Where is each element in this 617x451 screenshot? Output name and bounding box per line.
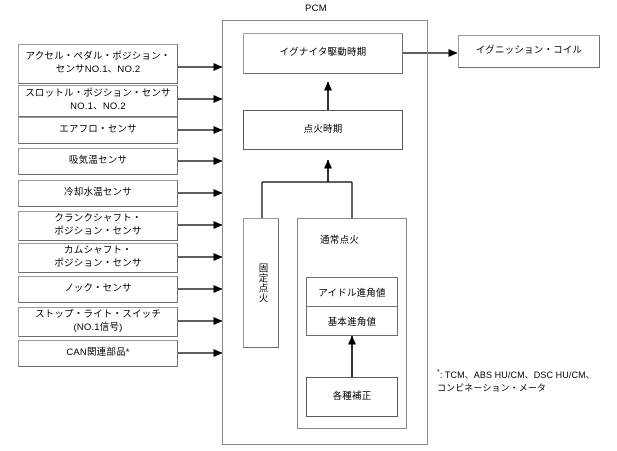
input-box-stop-light-switch[interactable]: ストップ・ライト・スイッチ (NO.1信号)	[18, 307, 178, 337]
normal-ignition-label: 通常点火	[320, 235, 360, 246]
pcm-block-various-corrections[interactable]: 各種補正	[306, 377, 398, 417]
input-box-intake-air-temperature-sensor[interactable]: 吸気温センサ	[18, 148, 178, 175]
footnote-marker: *	[437, 369, 440, 377]
advance-value-stack: アイドル進角値 基本進角値	[306, 277, 398, 336]
input-box-airflow-sensor[interactable]: エアフロ・センサ	[18, 117, 178, 144]
footnote-text: : TCM、ABS HU/CM、DSC HU/CM、 コンビネーション・メータ	[437, 370, 595, 394]
pcm-container	[222, 20, 428, 445]
pcm-block-idle-advance-value[interactable]: アイドル進角値	[318, 288, 386, 299]
pcm-block-basic-advance-value[interactable]: 基本進角値	[307, 306, 397, 335]
input-box-can-related-parts[interactable]: CAN関連部品*	[18, 340, 178, 367]
fixed-ignition-label: 固定点火	[256, 263, 268, 303]
input-box-throttle-position-sensor[interactable]: スロットル・ポジション・センサ NO.1、NO.2	[18, 85, 178, 117]
input-box-camshaft-position-sensor[interactable]: カムシャフト・ ポジション・センサ	[18, 243, 178, 273]
input-box-engine-coolant-temperature-sensor[interactable]: 冷却水温センサ	[18, 180, 178, 207]
pcm-block-fixed-ignition[interactable]: 固定点火	[243, 218, 279, 348]
pcm-label: PCM	[305, 3, 328, 14]
pcm-block-normal-ignition-container	[297, 218, 407, 429]
input-box-accelerator-pedal-position-sensor[interactable]: アクセル・ペダル・ポジション・ センサNO.1、NO.2	[18, 44, 178, 84]
pcm-block-ignition-timing[interactable]: 点火時期	[243, 110, 403, 150]
input-box-crankshaft-position-sensor[interactable]: クランクシャフト・ ポジション・センサ	[18, 211, 178, 241]
input-box-knock-sensor[interactable]: ノック・センサ	[18, 276, 178, 303]
footnote: *: TCM、ABS HU/CM、DSC HU/CM、 コンビネーション・メータ	[437, 355, 612, 395]
output-box-ignition-coil[interactable]: イグニッション・コイル	[458, 35, 600, 68]
pcm-block-igniter-drive-timing[interactable]: イグナイタ駆動時期	[243, 33, 403, 74]
